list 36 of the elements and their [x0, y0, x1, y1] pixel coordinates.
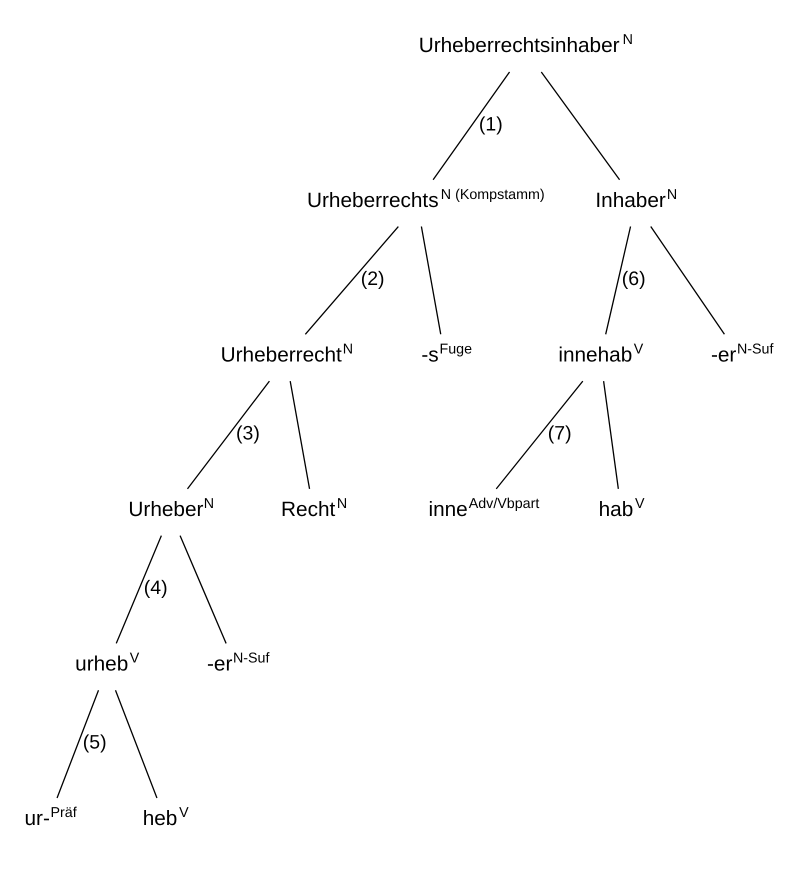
connector: [290, 381, 310, 489]
connector: [650, 226, 725, 335]
node-text: Urheber$^{N}$: [128, 496, 214, 521]
connector: [420, 226, 442, 334]
node-text: Inhaber$^{N}$: [595, 186, 678, 212]
connector: [496, 380, 584, 490]
edge-label: (7): [548, 422, 572, 445]
node-text: inne$^{Adv/Vbpart}$: [428, 496, 540, 521]
connector: [179, 535, 227, 644]
connector: [602, 381, 619, 489]
edge-label: (6): [622, 268, 646, 290]
edge-label: (2): [360, 268, 385, 290]
node-text: Urheberrecht$^{N}$: [220, 341, 354, 366]
edge-label: (5): [82, 732, 107, 754]
connector: [540, 72, 620, 180]
connector: [304, 226, 399, 335]
connector: [114, 690, 158, 798]
node-text: heb$^{V}$: [142, 805, 189, 830]
node-text: Urheberrechtsinhaber$^{N}$: [418, 32, 633, 58]
node-text: -er$^{N-Suf}$: [710, 341, 774, 366]
node-text: -s$^{Fuge}$: [421, 341, 472, 366]
node-text: urheb$^{V}$: [75, 650, 140, 676]
connector: [186, 380, 270, 490]
connector: [432, 72, 510, 180]
node-text: ur-$^{Präf}$: [24, 805, 77, 830]
edge-label: (1): [478, 113, 503, 136]
connector: [56, 690, 100, 798]
edge-label: (3): [236, 422, 260, 445]
node-text: Recht$^{N}$: [281, 496, 348, 521]
node-text: innehab$^{V}$: [558, 341, 644, 366]
connector: [116, 535, 162, 644]
node-text: Urheberrechts$^{N (Kompstamm)}$: [307, 186, 545, 212]
connector: [605, 226, 632, 334]
node-text: hab$^{V}$: [598, 496, 645, 521]
edge-label: (4): [144, 577, 168, 600]
node-text: -er$^{N-Suf}$: [207, 650, 270, 676]
